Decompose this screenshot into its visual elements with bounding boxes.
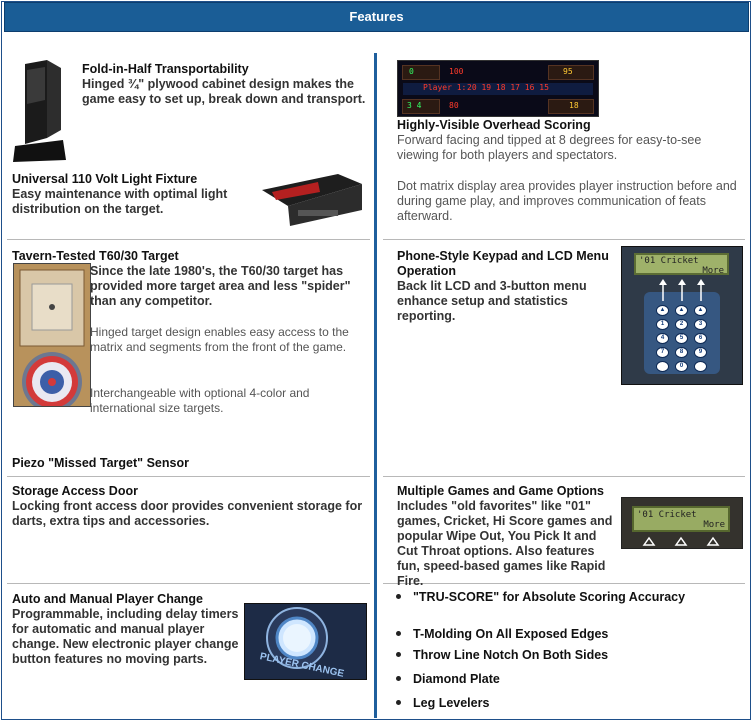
bullet-item: T-Molding On All Exposed Edges <box>392 627 608 641</box>
bullet-text: Throw Line Notch On Both Sides <box>413 648 609 662</box>
player-change-button-image: PLAYER CHANGE <box>244 603 367 680</box>
keypad-image: '01 Cricket More ▲ ▲ ▲ 1 2 3 4 5 6 7 8 9… <box>621 246 743 385</box>
bullet-text: T-Molding On All Exposed Edges <box>413 627 609 641</box>
keypad-desc: Back lit LCD and 3-button menu enhance s… <box>397 279 587 323</box>
lcd-line2: More <box>702 266 724 276</box>
right-rule-2 <box>383 476 745 477</box>
keypad-key: 6 <box>694 333 707 344</box>
storage-desc: Locking front access door provides conve… <box>12 499 363 528</box>
piezo-feature: Piezo "Missed Target" Sensor <box>12 456 367 471</box>
target-title-block: Tavern-Tested T60/30 Target <box>12 249 367 264</box>
keypad-lcd: '01 Cricket More <box>634 253 729 276</box>
bullet-text: Leg Levelers <box>413 696 490 710</box>
overhead-title: Highly-Visible Overhead Scoring <box>397 118 591 132</box>
player-change-feature: Auto and Manual Player Change Programmab… <box>12 592 240 667</box>
games-feature: Includes "old favorites" like "01" games… <box>397 499 615 589</box>
target-p1: Since the late 1980's, the T60/30 target… <box>90 264 351 308</box>
bullet-item: Leg Levelers <box>392 696 489 710</box>
right-rule-3 <box>383 583 745 584</box>
left-rule-3 <box>7 583 370 584</box>
piezo-title: Piezo "Missed Target" Sensor <box>12 456 189 470</box>
keypad-key <box>656 361 669 372</box>
games-lcd-line2: More <box>703 520 725 530</box>
games-title: Multiple Games and Game Options <box>397 484 604 498</box>
score-3: 80 <box>449 101 459 110</box>
score-4: 18 <box>569 101 579 110</box>
target-feature: Since the late 1980's, the T60/30 target… <box>90 264 367 309</box>
keypad-key: 2 <box>675 319 688 330</box>
keypad-key: 5 <box>675 333 688 344</box>
light-desc: Easy maintenance with optimal light dist… <box>12 187 228 216</box>
scoreboard-image: 0 100 95 Player 1: 20 19 18 17 16 15 3 4… <box>397 60 599 117</box>
keypad-key: 7 <box>656 347 669 358</box>
lcd-line1: '01 Cricket <box>639 256 699 266</box>
bullet-text: Diamond Plate <box>413 672 500 686</box>
keypad-key: 9 <box>694 347 707 358</box>
games-lcd: '01 Cricket More <box>632 506 730 532</box>
right-rule-1 <box>383 239 745 240</box>
cabinet-image <box>13 60 66 162</box>
target-title: Tavern-Tested T60/30 Target <box>12 249 179 263</box>
keypad-key <box>694 361 707 372</box>
keypad-key: 4 <box>656 333 669 344</box>
overhead-desc: Forward facing and tipped at 8 degrees f… <box>397 133 702 162</box>
target-image <box>13 263 91 407</box>
storage-feature: Storage Access Door Locking front access… <box>12 484 367 529</box>
games-desc: Includes "old favorites" like "01" games… <box>397 499 613 588</box>
bullet-dot-icon <box>396 652 401 658</box>
fold-title: Fold-in-Half Transportability <box>82 62 249 76</box>
keypad-key: ▲ <box>656 305 669 316</box>
target-p2: Hinged target design enables easy access… <box>90 325 349 354</box>
overhead-feature: Highly-Visible Overhead Scoring Forward … <box>397 118 742 163</box>
games-lcd-line1: '01 Cricket <box>637 510 697 520</box>
keypad-key: 1 <box>656 319 669 330</box>
light-feature: Universal 110 Volt Light Fixture Easy ma… <box>12 172 252 217</box>
fold-desc: Hinged ¾" plywood cabinet design makes t… <box>82 77 366 106</box>
cricket-numbers: 20 19 18 17 16 15 <box>467 83 549 92</box>
keypad-feature: Phone-Style Keypad and LCD Menu Operatio… <box>397 249 615 324</box>
player-change-desc: Programmable, including delay timers for… <box>12 607 239 666</box>
target-p3: Interchangeable with optional 4-color an… <box>90 386 310 415</box>
light-fixture-image <box>258 170 365 227</box>
bullet-dot-icon <box>396 700 401 706</box>
keypad-key: 8 <box>675 347 688 358</box>
storage-title: Storage Access Door <box>12 484 138 498</box>
games-title-block: Multiple Games and Game Options <box>397 484 742 499</box>
bullet-dot-icon <box>396 676 401 682</box>
score-1: 100 <box>449 67 464 76</box>
bullet-item: Throw Line Notch On Both Sides <box>392 648 608 662</box>
keypad-title: Phone-Style Keypad and LCD Menu Operatio… <box>397 249 609 278</box>
bullet-dot-icon <box>396 631 401 637</box>
player-change-title: Auto and Manual Player Change <box>12 592 204 606</box>
games-lcd-image: '01 Cricket More <box>621 497 743 549</box>
keypad-key: 3 <box>694 319 707 330</box>
features-header: Features <box>4 2 749 32</box>
left-rule-2 <box>7 476 370 477</box>
bullet-item: "TRU-SCORE" for Absolute Scoring Accurac… <box>392 590 685 604</box>
keypad-key: 0 <box>675 361 688 372</box>
player-line: Player 1: <box>423 83 467 92</box>
overhead-p2: Dot matrix display area provides player … <box>397 179 737 223</box>
score-2: 95 <box>563 67 573 76</box>
keypad-key: ▲ <box>694 305 707 316</box>
light-title: Universal 110 Volt Light Fixture <box>12 172 198 186</box>
column-divider <box>374 53 377 718</box>
keypad-key: ▲ <box>675 305 688 316</box>
bullet-dot-icon <box>396 594 401 600</box>
bullet-item: Diamond Plate <box>392 672 500 686</box>
fold-feature: Fold-in-Half Transportability Hinged ¾" … <box>82 62 367 107</box>
bullet-text: "TRU-SCORE" for Absolute Scoring Accurac… <box>413 590 686 604</box>
left-rule-1 <box>7 239 370 240</box>
